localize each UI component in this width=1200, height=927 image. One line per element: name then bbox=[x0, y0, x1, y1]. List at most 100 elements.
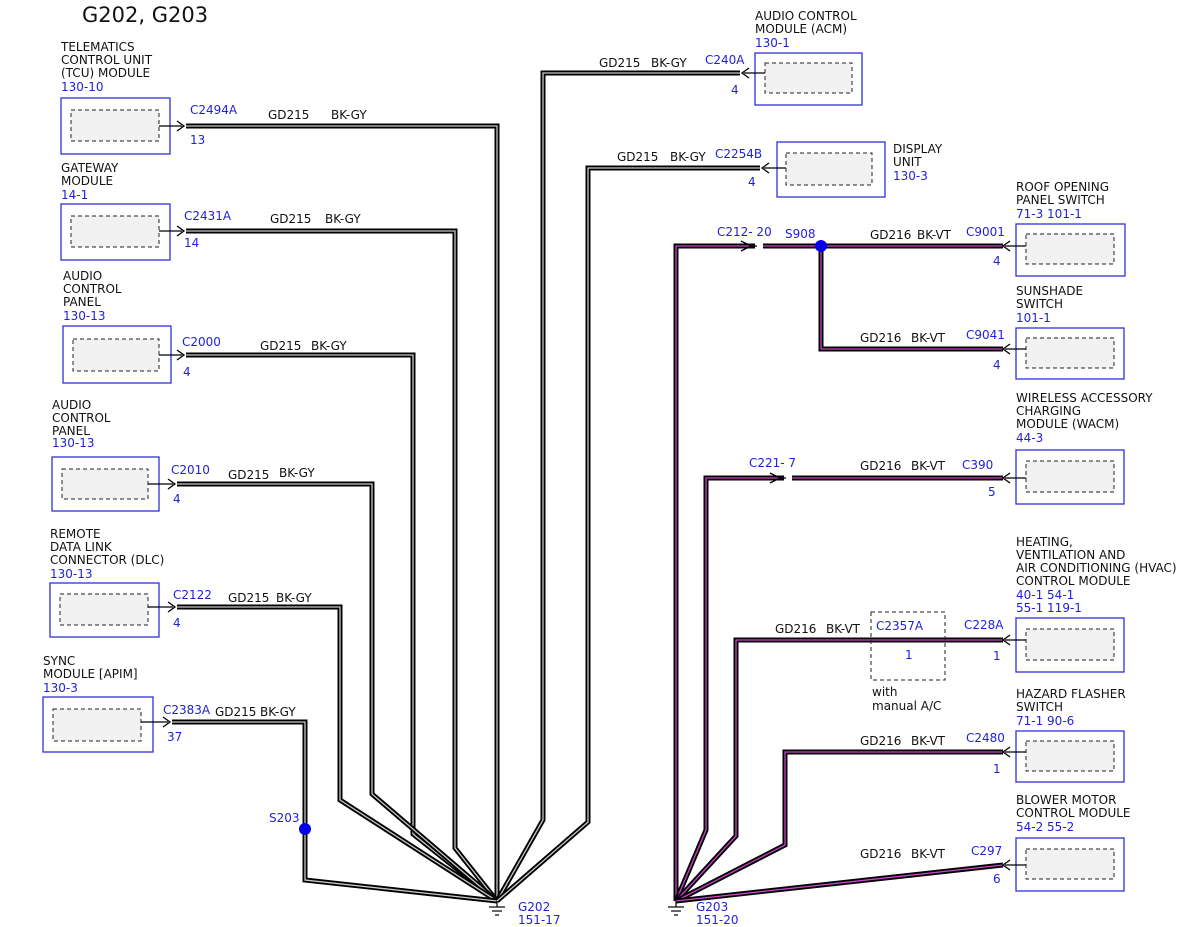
c2357a-note-line-2: manual A/C bbox=[872, 699, 941, 713]
ground-g202-ref: 151-17 bbox=[518, 913, 561, 927]
module-dlc[interactable]: REMOTE DATA LINK CONNECTOR (DLC) 130-13 … bbox=[49, 527, 312, 638]
module-audio-control-panel-1[interactable]: AUDIO CONTROL PANEL 130-13 C2000 4 GD215… bbox=[62, 269, 347, 384]
c221-label: C221- 7 bbox=[749, 456, 796, 470]
module-gateway-name-1: GATEWAY bbox=[61, 161, 119, 175]
module-tcu-circuit: GD215 bbox=[268, 108, 309, 122]
module-acm-name-1: AUDIO CONTROL bbox=[755, 9, 857, 23]
module-sunshade-name-1: SUNSHADE bbox=[1016, 284, 1083, 298]
module-tcu[interactable]: TELEMATICS CONTROL UNIT (TCU) MODULE 130… bbox=[60, 40, 367, 155]
module-acp2-circuit: GD215 bbox=[228, 468, 269, 482]
splice-s203[interactable] bbox=[299, 823, 311, 835]
module-acp1-name-2: CONTROL bbox=[63, 282, 122, 296]
module-hvac-name-4: CONTROL MODULE bbox=[1016, 574, 1131, 588]
module-gateway-ref: 14-1 bbox=[61, 188, 88, 202]
wire-hazard-switch[interactable] bbox=[674, 749, 1003, 904]
module-wacm[interactable]: WIRELESS ACCESSORY CHARGING MODULE (WACM… bbox=[860, 391, 1153, 505]
module-hazard-wire-color: BK-VT bbox=[911, 734, 946, 748]
wire-blower-motor[interactable] bbox=[675, 862, 1004, 904]
module-blower-wire-color: BK-VT bbox=[911, 847, 946, 861]
ground-g203-ref: 151-20 bbox=[696, 913, 739, 927]
module-blower-ref: 54-2 55-2 bbox=[1016, 820, 1074, 834]
module-sunshade-wire-color: BK-VT bbox=[911, 331, 946, 345]
module-tcu-inner bbox=[70, 109, 160, 142]
module-display-inner bbox=[785, 152, 873, 186]
module-sync-pin-arrow-icon bbox=[141, 716, 172, 728]
module-display-circuit: GD215 bbox=[617, 150, 658, 164]
module-acp1-circuit: GD215 bbox=[260, 339, 301, 353]
module-blower-connector: C297 bbox=[971, 844, 1002, 858]
module-acp1-pin: 4 bbox=[183, 365, 191, 379]
wire-acm[interactable] bbox=[494, 70, 740, 903]
module-dlc-pin: 4 bbox=[173, 616, 181, 630]
module-acp2-name-1: AUDIO bbox=[52, 398, 91, 412]
module-acp2-wire-color: BK-GY bbox=[279, 466, 315, 480]
module-display-ref: 130-3 bbox=[893, 169, 928, 183]
module-sync-circuit: GD215 bbox=[215, 705, 256, 719]
module-acp1-name-3: PANEL bbox=[63, 295, 101, 309]
module-blower-inner bbox=[1025, 848, 1115, 880]
module-roof-name-2: PANEL SWITCH bbox=[1016, 193, 1105, 207]
module-hazard-circuit: GD216 bbox=[860, 734, 901, 748]
wire-tcu[interactable] bbox=[186, 123, 500, 901]
module-hazard-name-1: HAZARD FLASHER bbox=[1016, 687, 1126, 701]
module-tcu-name-3: (TCU) MODULE bbox=[61, 66, 150, 80]
module-hvac-circuit: GD216 bbox=[775, 622, 816, 636]
wire-gateway[interactable] bbox=[186, 228, 499, 903]
wire-audio-control-panel-2[interactable] bbox=[177, 481, 499, 903]
module-acm[interactable]: AUDIO CONTROL MODULE (ACM) 130-1 C240A 4… bbox=[599, 9, 863, 106]
module-sunshade-pin: 4 bbox=[993, 358, 1001, 372]
module-audio-control-panel-2[interactable]: AUDIO CONTROL PANEL 130-13 C2010 4 GD215… bbox=[51, 398, 315, 512]
module-acp2-name-2: CONTROL bbox=[52, 411, 111, 425]
module-hazard-name-2: SWITCH bbox=[1016, 700, 1063, 714]
module-dlc-inner bbox=[59, 593, 149, 626]
wire-wacm[interactable] bbox=[673, 475, 1003, 902]
module-roof-name-1: ROOF OPENING bbox=[1016, 180, 1109, 194]
module-display-unit[interactable]: DISPLAY UNIT 130-3 C2254B 4 GD215 BK-GY bbox=[617, 141, 943, 198]
module-roof-inner bbox=[1025, 233, 1115, 265]
module-acp2-ref: 130-13 bbox=[52, 436, 95, 450]
ground-g202-name: G202 bbox=[518, 900, 550, 914]
wire-s908-trunk[interactable] bbox=[673, 243, 821, 901]
module-acp2-inner bbox=[61, 468, 149, 500]
module-acm-wire-color: BK-GY bbox=[651, 56, 687, 70]
module-sunshade-name-2: SWITCH bbox=[1016, 297, 1063, 311]
module-wacm-circuit: GD216 bbox=[860, 459, 901, 473]
module-sunshade-switch[interactable]: SUNSHADE SWITCH 101-1 C9041 4 GD216 BK-V… bbox=[860, 284, 1125, 380]
module-acp2-name-3: PANEL bbox=[52, 424, 90, 438]
splice-s908[interactable] bbox=[815, 240, 827, 252]
module-display-pin-arrow-icon bbox=[760, 162, 786, 174]
module-blower-name-1: BLOWER MOTOR bbox=[1016, 793, 1116, 807]
module-tcu-pin: 13 bbox=[190, 133, 205, 147]
module-hazard-inner bbox=[1025, 740, 1115, 772]
module-sunshade-ref: 101-1 bbox=[1016, 311, 1051, 325]
module-dlc-connector: C2122 bbox=[173, 588, 212, 602]
module-blower-pin-arrow-icon bbox=[1001, 859, 1026, 871]
module-hvac-name-3: AIR CONDITIONING (HVAC) bbox=[1016, 561, 1177, 575]
wire-sunshade-switch[interactable] bbox=[818, 246, 1003, 352]
module-gateway-connector: C2431A bbox=[184, 209, 232, 223]
module-tcu-name-2: CONTROL UNIT bbox=[61, 53, 153, 67]
module-roof-pin-arrow-icon bbox=[1001, 240, 1026, 252]
wire-sync[interactable] bbox=[172, 719, 498, 904]
module-dlc-name-2: DATA LINK bbox=[50, 540, 113, 554]
wire-display[interactable] bbox=[495, 165, 760, 903]
wire-hvac[interactable] bbox=[674, 637, 1003, 903]
module-acm-pin: 4 bbox=[731, 83, 739, 97]
module-hazard-flasher-switch[interactable]: HAZARD FLASHER SWITCH 71-1 90-6 C2480 1 … bbox=[860, 687, 1126, 783]
module-sync[interactable]: SYNC MODULE [APIM] 130-3 C2383A 37 GD215… bbox=[42, 654, 296, 753]
module-acp1-wire-color: BK-GY bbox=[311, 339, 347, 353]
module-gateway-inner bbox=[70, 215, 160, 248]
module-sync-wire-color: BK-GY bbox=[260, 705, 296, 719]
module-hvac-wire-color: BK-VT bbox=[826, 622, 861, 636]
wire-dlc[interactable] bbox=[177, 604, 499, 904]
module-wacm-connector: C390 bbox=[962, 458, 993, 472]
c2357a-optional-box bbox=[870, 611, 946, 681]
module-roof-circuit: GD216 bbox=[870, 228, 911, 242]
module-hvac[interactable]: HEATING, VENTILATION AND AIR CONDITIONIN… bbox=[775, 535, 1177, 673]
module-hvac-pin: 1 bbox=[993, 649, 1001, 663]
module-blower-motor[interactable]: BLOWER MOTOR CONTROL MODULE 54-2 55-2 C2… bbox=[860, 793, 1131, 892]
module-roof-opening-panel-switch[interactable]: ROOF OPENING PANEL SWITCH 71-3 101-1 C90… bbox=[870, 180, 1126, 277]
module-gateway[interactable]: GATEWAY MODULE 14-1 C2431A 14 GD215 BK-G… bbox=[60, 161, 361, 261]
module-sync-pin: 37 bbox=[167, 730, 182, 744]
